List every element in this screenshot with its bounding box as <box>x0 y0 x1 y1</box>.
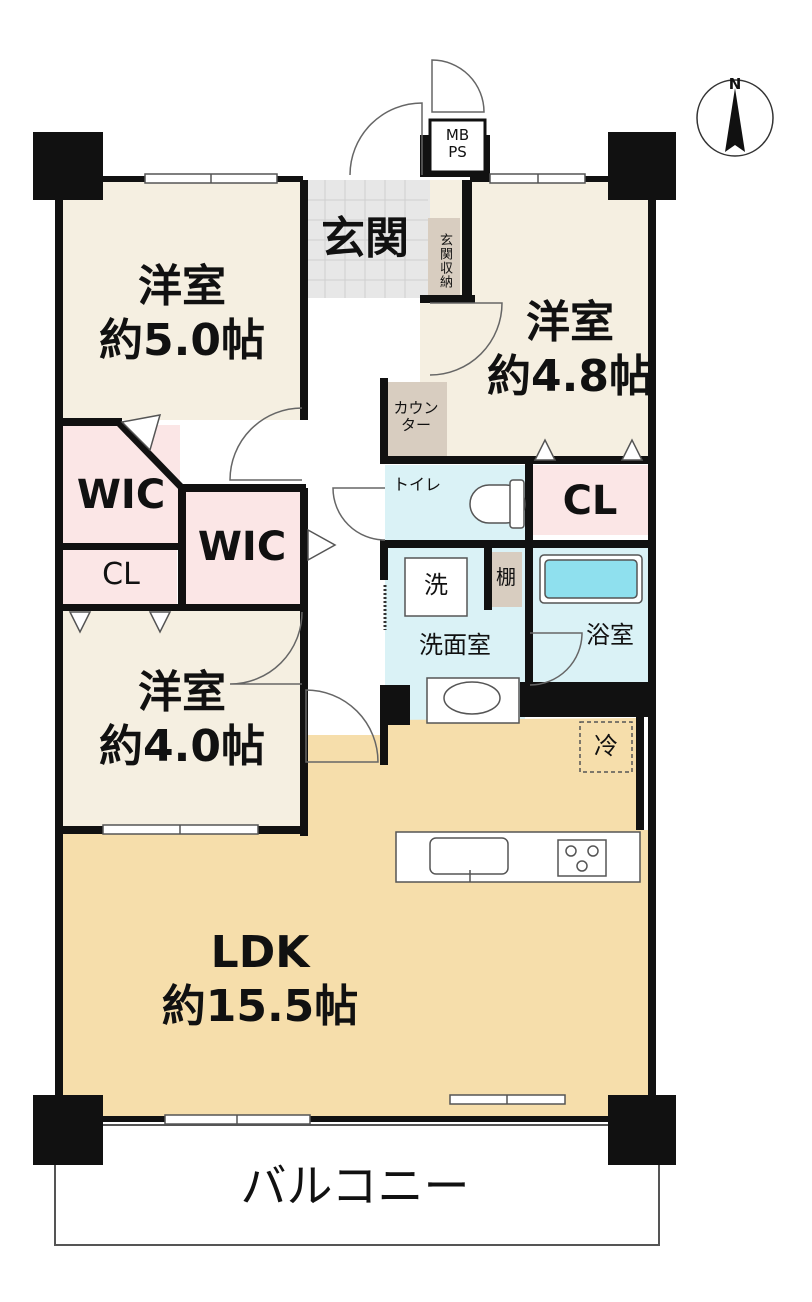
wic-2-area <box>182 488 302 608</box>
wic-1-area <box>62 425 180 545</box>
counter-label: カウンター <box>393 399 439 434</box>
entrance-storage-area <box>428 218 460 298</box>
kitchen-counter <box>395 831 641 883</box>
washer-box <box>404 557 468 617</box>
cl-1-area <box>62 548 177 606</box>
ldk-size: 約15.5帖 <box>161 981 359 1032</box>
wic-2-label: WIC <box>197 524 287 570</box>
wic-diagonal-wall <box>115 419 185 491</box>
mbps-box <box>428 118 487 174</box>
shelf-label: 棚 <box>496 565 516 589</box>
toilet-fixture <box>469 479 526 529</box>
bathtub <box>539 554 643 604</box>
balcony-label: バルコニー <box>240 1159 470 1213</box>
balcony-area <box>54 1124 660 1246</box>
compass-icon <box>696 79 774 157</box>
toilet-label: トイレ <box>392 475 441 494</box>
closet-door-markers <box>68 414 644 634</box>
mbps-label: MB PS <box>445 126 470 161</box>
western-room-3-size: 約4.0帖 <box>99 721 265 772</box>
washroom-label: 洗面室 <box>419 631 491 659</box>
ldk-area <box>62 718 650 1120</box>
western-room-3-name: 洋室 <box>138 667 226 718</box>
western-room-2-size: 約4.8帖 <box>487 351 653 402</box>
entrance-storage-label: 玄関収納 <box>436 233 452 289</box>
bathroom-label: 浴室 <box>586 621 634 649</box>
western-room-2-name: 洋室 <box>526 297 614 348</box>
door-swings <box>229 59 583 763</box>
entrance-label: 玄関 <box>321 213 409 264</box>
compass-north-label: N <box>728 75 742 93</box>
entrance-tile-grid <box>305 180 428 298</box>
washer-label: 洗 <box>424 571 448 599</box>
cl-2-label: CL <box>562 478 618 524</box>
western-room-1-name: 洋室 <box>138 261 226 312</box>
ldk-name: LDK <box>210 927 310 978</box>
counter-area <box>385 382 447 458</box>
western-room-1-size: 約5.0帖 <box>99 315 265 366</box>
fridge-space <box>579 721 633 773</box>
shelf-area <box>490 552 522 607</box>
basin-fixture <box>426 677 520 724</box>
hallway <box>305 298 383 735</box>
fridge-label: 冷 <box>594 732 618 760</box>
western-room-1-area <box>62 180 302 420</box>
wic-1-label: WIC <box>76 472 166 518</box>
western-room-3-area <box>62 608 302 830</box>
cl-2-area <box>530 465 648 535</box>
cl-1-label: CL <box>102 557 140 592</box>
